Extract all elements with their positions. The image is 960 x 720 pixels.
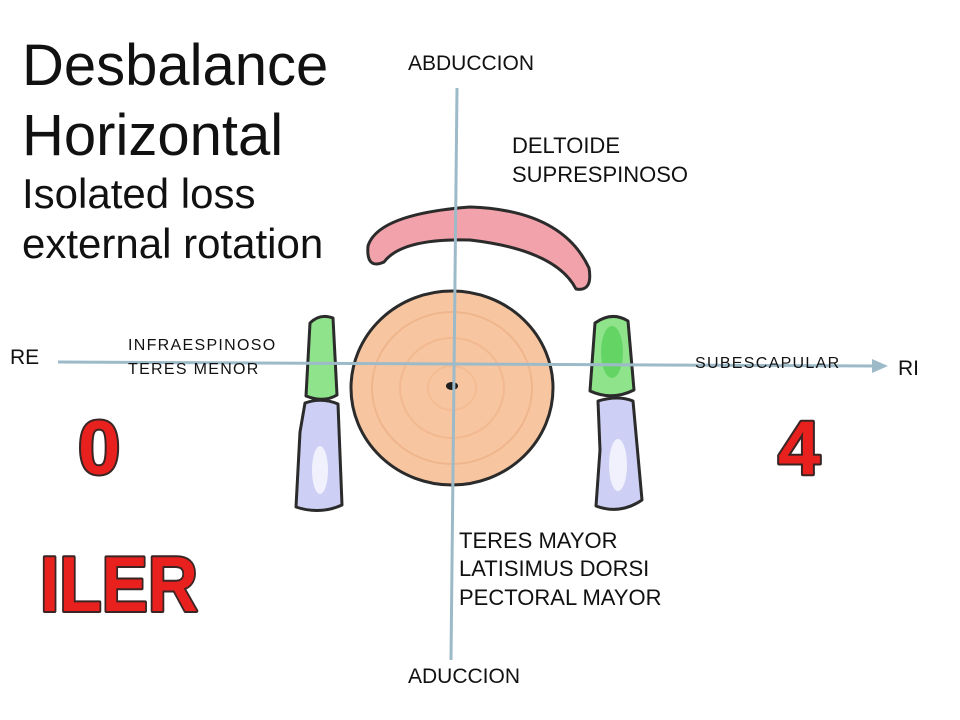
subtitle-line-1: Isolated loss — [22, 170, 255, 217]
deltoid-crescent-shape — [366, 205, 592, 291]
score-internal-rotation: 4 — [778, 406, 820, 491]
muscle-label-internal-rotator: SUBESCAPULAR — [695, 355, 840, 372]
muscle-label-abductor-1: DELTOIDE — [512, 133, 620, 158]
right-lavender-highlight — [609, 439, 627, 491]
muscle-label-adductor-1: TERES MAYOR — [459, 528, 618, 553]
axis-label-bottom: ADUCCION — [408, 665, 520, 688]
axis-label-left: RE — [10, 346, 39, 369]
left-lavender-highlight — [312, 446, 328, 494]
muscle-label-abductor-2: SUPRESPINOSO — [512, 162, 688, 187]
test-name: ILER — [40, 540, 198, 628]
title-line-2: Horizontal — [22, 103, 283, 168]
muscle-label-external-rotator-2: TERES MENOR — [128, 361, 260, 378]
subtitle-line-2: external rotation — [22, 220, 323, 267]
horizontal-axis-arrowhead — [872, 359, 888, 373]
left-green-block — [304, 314, 339, 401]
muscle-label-adductor-2: LATISIMUS DORSI — [459, 556, 649, 581]
right-green-inner — [601, 326, 623, 378]
axis-label-right: RI — [898, 357, 919, 380]
score-external-rotation: 0 — [78, 406, 120, 491]
muscle-label-external-rotator-1: INFRAESPINOSO — [128, 337, 276, 354]
center-dot — [446, 382, 458, 390]
muscle-label-adductor-3: PECTORAL MAYOR — [459, 585, 662, 610]
humeral-head-texture — [427, 365, 477, 411]
axis-label-top: ABDUCCION — [408, 52, 534, 75]
vertical-axis — [449, 87, 459, 661]
horizontal-axis — [57, 360, 877, 368]
title-line-1: Desbalance — [22, 33, 328, 98]
